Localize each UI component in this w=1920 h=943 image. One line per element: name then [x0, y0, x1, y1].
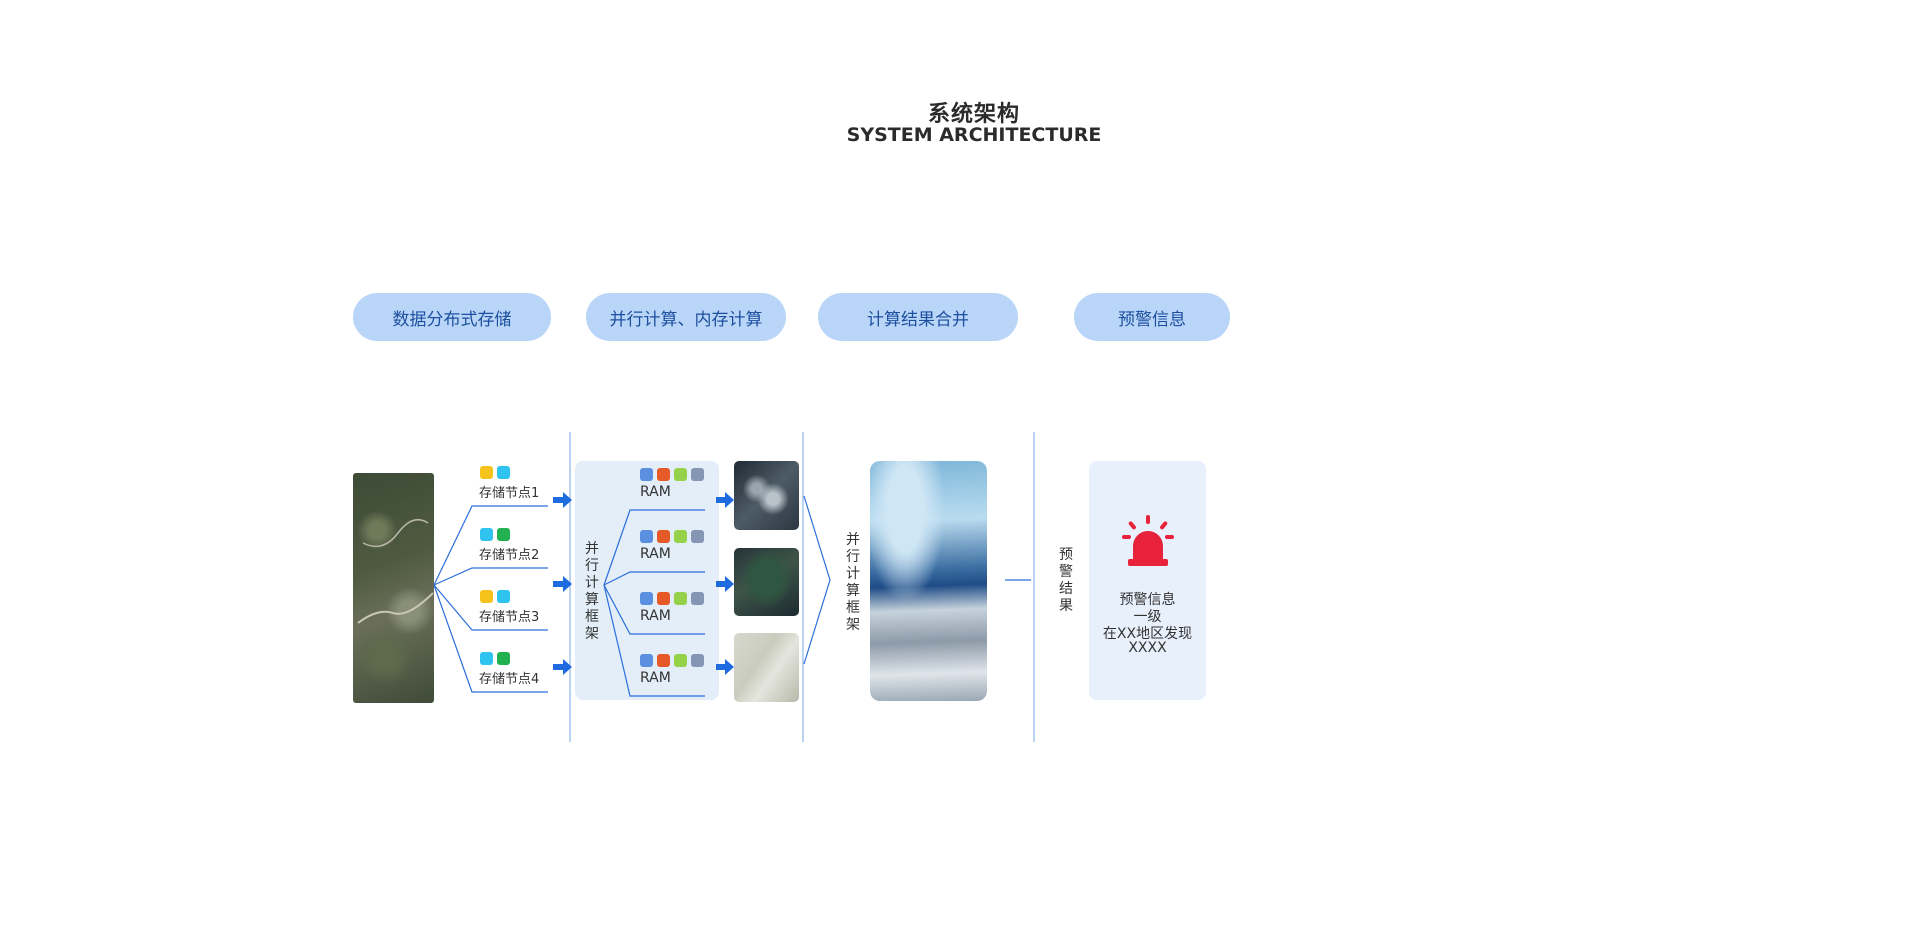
stage-data-storage: 数据分布式存储 — [353, 293, 551, 341]
storage-node-2-label: 存储节点2 — [479, 548, 540, 563]
arrow-icon — [553, 492, 572, 508]
warning-result-label: 预警结果 — [1059, 547, 1073, 614]
fan-line — [603, 584, 705, 697]
fan-line — [603, 509, 705, 586]
fan-line — [603, 571, 705, 586]
node-color-square — [480, 590, 493, 603]
ram-color-square — [657, 654, 670, 667]
ram-color-square — [674, 530, 687, 543]
ram-color-square — [640, 530, 653, 543]
storage-node-1-label: 存储节点1 — [479, 486, 540, 501]
ram-color-square — [674, 592, 687, 605]
fan-line — [433, 505, 548, 586]
result-thumbnail-city — [734, 461, 799, 530]
arrow-icon — [716, 576, 734, 592]
warning-message: 在XX地区发现 — [1102, 626, 1193, 642]
ram-color-square — [640, 468, 653, 481]
node-color-square — [497, 466, 510, 479]
ram-label: RAM — [640, 608, 671, 624]
merge-bracket — [803, 495, 831, 665]
arrow-icon — [716, 659, 734, 675]
ram-label: RAM — [640, 484, 671, 500]
arrow-icon — [553, 576, 572, 592]
ram-color-square — [691, 468, 704, 481]
result-thumbnail-terrain — [734, 633, 799, 702]
node-color-square — [497, 590, 510, 603]
satellite-image — [353, 473, 434, 703]
stage-parallel-compute: 并行计算、内存计算 — [586, 293, 786, 341]
ram-color-square — [657, 468, 670, 481]
warning-title: 预警信息 — [1119, 592, 1176, 608]
ram-color-square — [640, 654, 653, 667]
ram-color-square — [691, 654, 704, 667]
stage-warning-info: 预警信息 — [1074, 293, 1230, 341]
compute-framework-label: 并行计算框架 — [585, 541, 599, 642]
node-color-square — [480, 466, 493, 479]
ram-color-square — [674, 468, 687, 481]
fan-line — [433, 584, 548, 693]
fan-line — [433, 567, 548, 586]
node-color-square — [497, 528, 510, 541]
ram-color-square — [691, 530, 704, 543]
node-color-square — [480, 652, 493, 665]
warning-level: 一级 — [1133, 609, 1162, 625]
ram-color-square — [691, 592, 704, 605]
ram-label: RAM — [640, 670, 671, 686]
node-color-square — [480, 528, 493, 541]
storage-node-4-label: 存储节点4 — [479, 672, 540, 687]
stage-result-merge: 计算结果合并 — [818, 293, 1018, 341]
fan-line — [603, 584, 705, 635]
warning-detail: XXXX — [1128, 640, 1167, 656]
arrow-icon — [553, 659, 572, 675]
node-color-square — [497, 652, 510, 665]
fan-line — [433, 584, 548, 631]
merge-framework-label: 并行计算框架 — [846, 532, 860, 633]
ram-color-square — [657, 530, 670, 543]
ram-color-square — [640, 592, 653, 605]
page-title: 系统架构 — [927, 102, 1020, 127]
ram-color-square — [674, 654, 687, 667]
siren-icon — [1122, 515, 1174, 566]
page-subtitle: SYSTEM ARCHITECTURE — [846, 124, 1102, 146]
merged-result-image — [870, 461, 987, 701]
ram-color-square — [657, 592, 670, 605]
arrow-icon — [716, 492, 734, 508]
warning-card — [1089, 461, 1206, 700]
storage-node-3-label: 存储节点3 — [479, 610, 540, 625]
result-thumbnail-coast — [734, 548, 799, 616]
ram-label: RAM — [640, 546, 671, 562]
